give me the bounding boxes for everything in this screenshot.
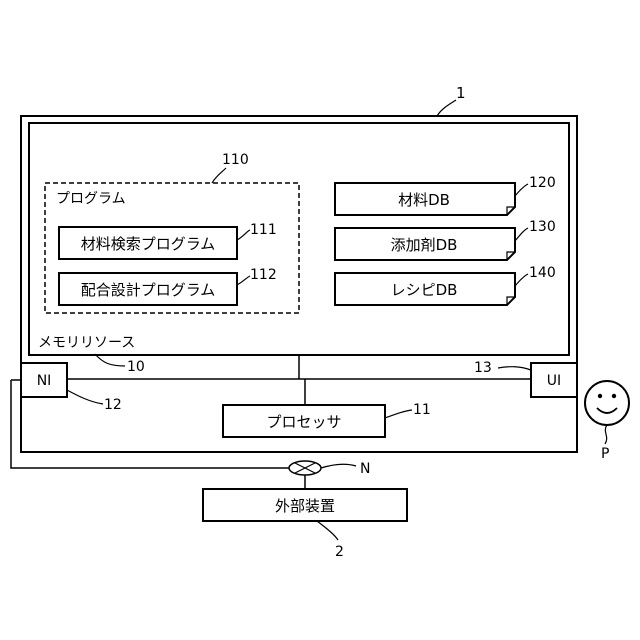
system-ref: 1 — [456, 84, 466, 102]
program-leader-formulation — [237, 276, 250, 285]
system-leader — [437, 100, 456, 116]
user-leader — [605, 425, 607, 444]
ui-label: UI — [547, 373, 561, 389]
program-leader-material-search — [237, 230, 250, 240]
ni-leader — [67, 390, 103, 404]
db-leader-recipe — [515, 274, 528, 286]
memory-label: メモリリソース — [38, 335, 135, 351]
processor-ref: 11 — [413, 402, 431, 418]
program-group-leader — [212, 168, 226, 183]
network-node — [289, 461, 321, 475]
db-leader-additive — [515, 228, 528, 241]
db-label-additive: 添加剤DB — [391, 236, 458, 254]
program-ref-material-search: 111 — [250, 222, 277, 238]
ui-ref: 13 — [474, 360, 492, 376]
user-ref: P — [601, 446, 609, 462]
smiley-face-icon — [585, 381, 629, 425]
processor-leader — [385, 410, 412, 418]
program-ref-formulation: 112 — [250, 267, 277, 283]
db-ref-recipe: 140 — [529, 265, 556, 281]
ni-ref: 12 — [104, 397, 122, 413]
db-label-material: 材料DB — [398, 191, 450, 209]
program-group-ref: 110 — [222, 152, 249, 168]
db-label-recipe: レシピDB — [391, 281, 458, 299]
db-ref-additive: 130 — [529, 219, 556, 235]
ui-leader — [498, 367, 531, 370]
db-leader-material — [515, 184, 528, 196]
db-ref-material: 120 — [529, 175, 556, 191]
external-device-ref: 2 — [335, 544, 344, 560]
program-group-label: プログラム — [56, 191, 126, 207]
processor-label: プロセッサ — [266, 413, 341, 431]
program-label-material-search: 材料検索プログラム — [81, 235, 216, 253]
external-device-label: 外部装置 — [275, 497, 335, 515]
network-ref: N — [360, 461, 370, 477]
network-leader — [321, 464, 356, 468]
memory-ref: 10 — [127, 359, 145, 375]
program-label-formulation: 配合設計プログラム — [81, 281, 216, 299]
external-device-leader — [317, 521, 338, 540]
ni-label: NI — [37, 373, 52, 389]
